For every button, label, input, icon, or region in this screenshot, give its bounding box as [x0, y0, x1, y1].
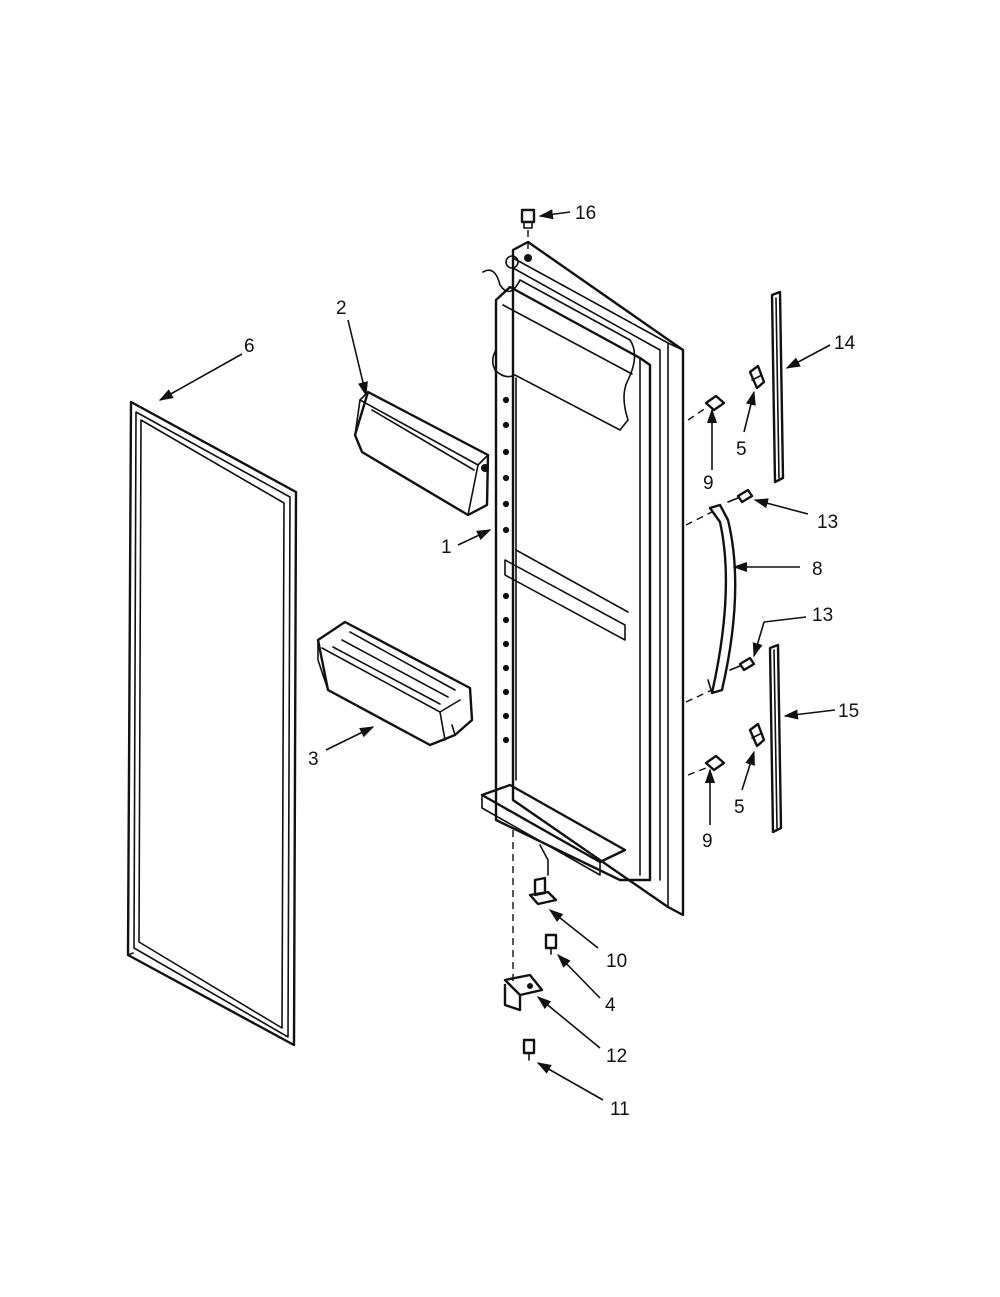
leader-5-upper [743, 390, 756, 433]
callout-4: 4 [605, 995, 616, 1016]
leader-arrows [158, 209, 836, 1101]
leader-1 [457, 529, 492, 546]
dairy-door-part [353, 390, 490, 517]
door-gasket-part [126, 400, 298, 1047]
handle-screw-lower [704, 754, 726, 772]
callout-2: 2 [336, 298, 347, 319]
callout-13-upper: 13 [817, 512, 838, 533]
hinge-bushing-part [528, 876, 558, 906]
leader-11 [536, 1062, 604, 1101]
trim-clip-lower [748, 722, 766, 748]
door-bin-part [316, 620, 474, 747]
hinge-screw-part [544, 933, 558, 955]
leader-13-lower-a [763, 616, 807, 623]
handle-screw-upper [704, 394, 726, 412]
door-handle-part [707, 503, 737, 695]
leader-14 [785, 344, 831, 369]
hinge-bolt-part [522, 1038, 536, 1061]
leader-13-upper [753, 498, 809, 515]
leader-16 [538, 209, 571, 220]
leader-2 [347, 319, 368, 397]
callout-13-lower: 13 [812, 605, 833, 626]
top-plug-part [520, 208, 536, 229]
leader-4 [556, 953, 601, 999]
handle-screw-13-lower [729, 656, 756, 672]
callout-3: 3 [308, 749, 319, 770]
screw-alignment-line [687, 407, 707, 421]
callout-12: 12 [606, 1046, 627, 1067]
callout-6: 6 [244, 336, 255, 357]
callout-5-upper: 5 [736, 439, 747, 460]
trim-clip-upper [748, 364, 766, 390]
callout-15: 15 [838, 701, 859, 722]
refrigerator-door-part [480, 240, 685, 917]
callout-1: 1 [441, 537, 452, 558]
handle-alignment-line [685, 689, 713, 703]
callout-10: 10 [606, 951, 627, 972]
leader-12 [536, 996, 601, 1049]
shelf-holes [502, 396, 510, 744]
screw-alignment-line [687, 767, 707, 776]
leader-15 [783, 709, 836, 720]
leader-3 [325, 726, 375, 751]
lower-trim-strip-part [768, 643, 783, 834]
callout-5-lower: 5 [734, 797, 745, 818]
callout-16: 16 [575, 203, 596, 224]
callout-11: 11 [610, 1099, 630, 1120]
leader-13-lower-b [752, 621, 765, 658]
callout-8: 8 [812, 559, 823, 580]
leader-6 [158, 353, 243, 401]
callout-9-upper: 9 [703, 473, 714, 494]
callout-14: 14 [834, 333, 856, 354]
leader-5-lower [741, 750, 755, 791]
handle-screw-13-upper [727, 488, 754, 504]
callout-labels: 6 2 1 3 16 14 5 9 13 8 13 15 5 9 10 4 12… [244, 203, 859, 1120]
leader-10 [548, 909, 599, 949]
lower-hinge-part [503, 973, 544, 1012]
handle-alignment-line [685, 511, 713, 526]
upper-trim-strip-part [770, 290, 785, 484]
callout-9-lower: 9 [702, 831, 713, 852]
